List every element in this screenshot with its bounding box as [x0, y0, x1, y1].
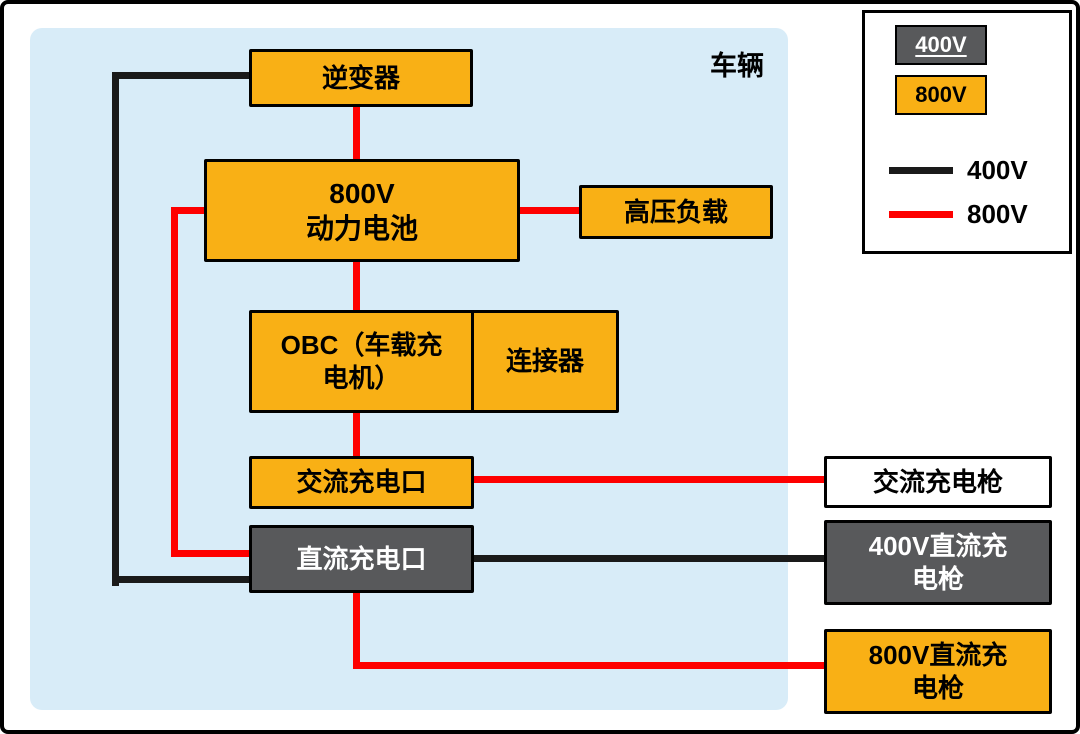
obc-node: OBC（车载充 电机） [249, 310, 474, 413]
wire-inverter-dcport-left [112, 72, 119, 586]
legend-800v-line-sample [889, 211, 953, 218]
battery-800v-node: 800V 动力电池 [204, 159, 520, 262]
vehicle-label: 车辆 [710, 51, 764, 81]
legend-800v-line-row: 800V [889, 199, 1028, 230]
dc-charge-gun-800v-node: 800V直流充 电枪 [824, 629, 1052, 714]
legend-400v-line-sample [889, 167, 953, 174]
wire-inverter-battery [353, 104, 360, 162]
legend-800v-box-swatch: 800V [895, 75, 987, 115]
wire-battery-dcport-left [171, 207, 178, 557]
ac-charge-port-node: 交流充电口 [249, 456, 474, 509]
wire-battery-obc [353, 259, 360, 313]
legend-400v-box-label: 400V [915, 32, 967, 57]
wire-obc-acport [353, 409, 360, 459]
ac-charge-gun-node: 交流充电枪 [824, 456, 1052, 508]
wire-inverter-dcport-top [112, 72, 252, 79]
wire-battery-hvload [516, 207, 582, 214]
wire-acport-acgun [470, 476, 828, 483]
connector-node: 连接器 [471, 310, 619, 413]
legend-800v-line-label: 800V [967, 199, 1028, 229]
legend-400v-line-label: 400V [967, 155, 1028, 185]
legend-400v-box-swatch: 400V [895, 25, 987, 65]
inverter-node: 逆变器 [249, 49, 473, 107]
hv-load-node: 高压负载 [579, 185, 773, 239]
wire-dcport-dcgun800-vertical [353, 589, 360, 669]
legend-400v-line-row: 400V [889, 155, 1028, 186]
wire-battery-dcport-top [171, 207, 207, 214]
dc-charge-gun-400v-node: 400V直流充 电枪 [824, 520, 1052, 605]
wire-battery-dcport-bottom [171, 550, 252, 557]
legend-800v-box-label: 800V [915, 82, 967, 107]
dc-charge-port-node: 直流充电口 [249, 525, 474, 593]
legend: 400V 800V 400V 800V [862, 10, 1072, 254]
wire-inverter-dcport-bottom [112, 576, 252, 583]
wire-dcport-dcgun800-horizontal [353, 662, 828, 669]
wire-dcport-dcgun400 [470, 555, 828, 562]
